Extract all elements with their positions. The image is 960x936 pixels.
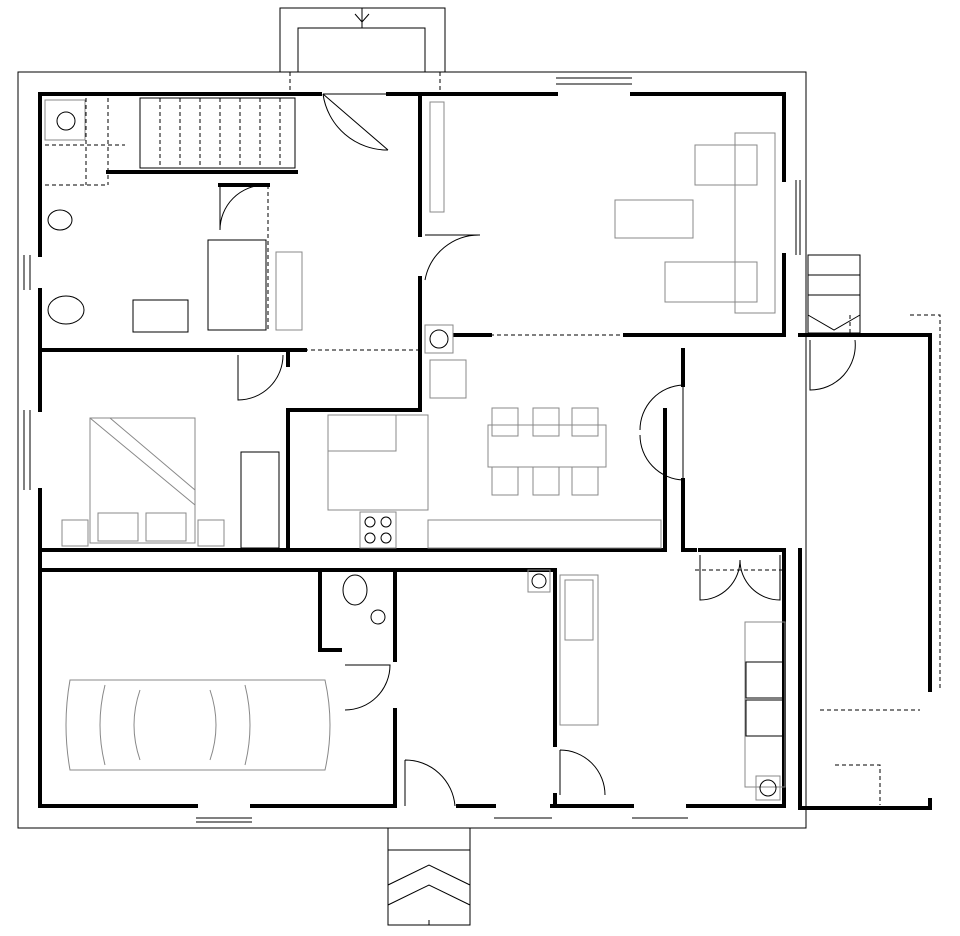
staircase-interior: [45, 97, 296, 186]
kitchen-dining-furniture: [327, 407, 662, 549]
dashed-overhead-lines: [39, 72, 941, 806]
bedroom-furniture: [61, 417, 280, 549]
utility-fixtures: [342, 569, 786, 801]
side-steps: [807, 254, 861, 334]
outer-walls: [17, 71, 807, 829]
garage-car: [65, 679, 331, 771]
entrance-steps-top: [279, 7, 446, 73]
living-room-furniture: [424, 101, 776, 399]
entrance-steps-bottom: [387, 827, 471, 926]
bathroom-fixtures: [44, 99, 303, 333]
doors[interactable]: [219, 93, 856, 807]
